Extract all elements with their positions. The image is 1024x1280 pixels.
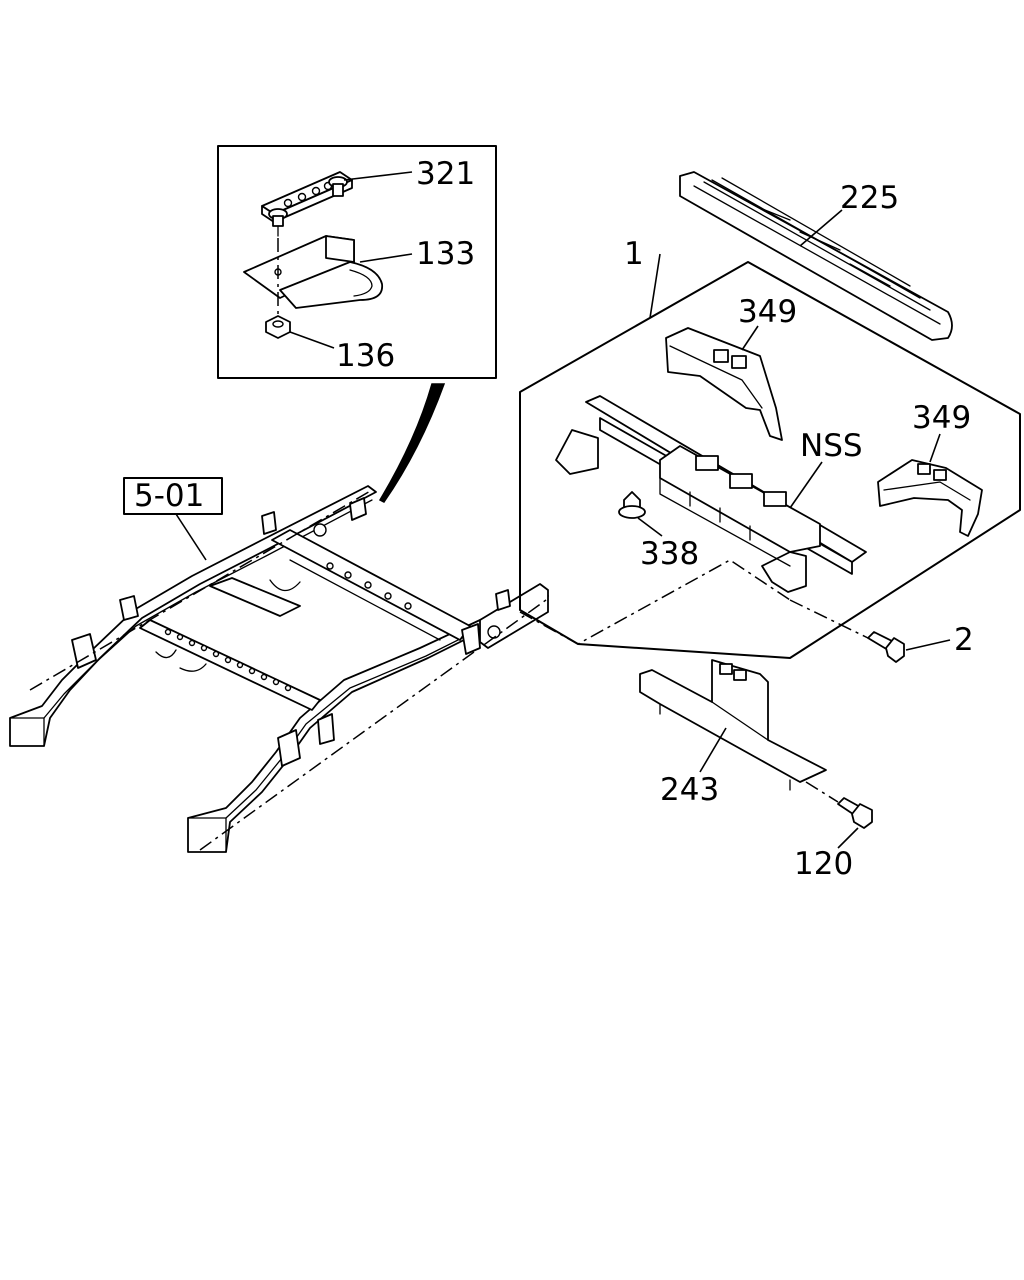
callout-349-right: 349 [912,400,971,436]
chassis-frame: 5-01 [9,477,791,853]
callout-225: 225 [840,180,899,216]
leader-2 [905,639,951,651]
leader-120 [837,827,859,849]
leader-349-right [929,433,941,463]
inset-detail: 321 133 136 [217,145,497,379]
leader-349-left [741,325,759,351]
callout-5-01: 5-01 [134,478,204,514]
nut-136 [265,315,291,339]
assembly-group-1: 1 225 349 349 [519,171,1021,659]
leader-136 [289,331,335,349]
bolt-321-right [328,176,348,197]
callout-349-left: 349 [738,294,797,330]
callout-120: 120 [794,846,853,882]
callout-243: 243 [660,772,719,808]
leader-225 [799,209,843,247]
bolt-321-left [268,208,288,237]
skid-plate-243 [639,659,827,791]
bracket-133 [243,235,383,309]
leader-243 [699,727,727,773]
inset-frame [217,145,497,379]
bolt-120 [837,797,873,829]
clip-338 [618,491,646,519]
leader-1 [649,253,661,319]
axis-bolt-120 [805,781,839,803]
callout-136: 136 [336,338,395,374]
group-1-outline [519,261,1021,659]
bracket-349-right [877,459,983,537]
step-bar-225 [679,171,953,341]
inset-pointer-wedge [378,383,446,503]
callout-133: 133 [416,236,475,272]
callout-321: 321 [416,156,475,192]
leader-nss [789,461,823,509]
leader-338 [637,517,663,537]
callout-2: 2 [954,622,974,658]
leader-133 [359,253,413,263]
callout-nss: NSS [800,428,863,464]
frame-holes [164,562,412,692]
frame-ref-box [123,477,223,515]
leader-321 [343,171,413,181]
bumper-beam-nss [555,395,867,593]
leader-5-01 [175,513,207,561]
bolt-2 [867,631,905,663]
callout-338: 338 [640,536,699,572]
callout-1: 1 [624,236,644,272]
bracket-349-left [665,327,783,441]
